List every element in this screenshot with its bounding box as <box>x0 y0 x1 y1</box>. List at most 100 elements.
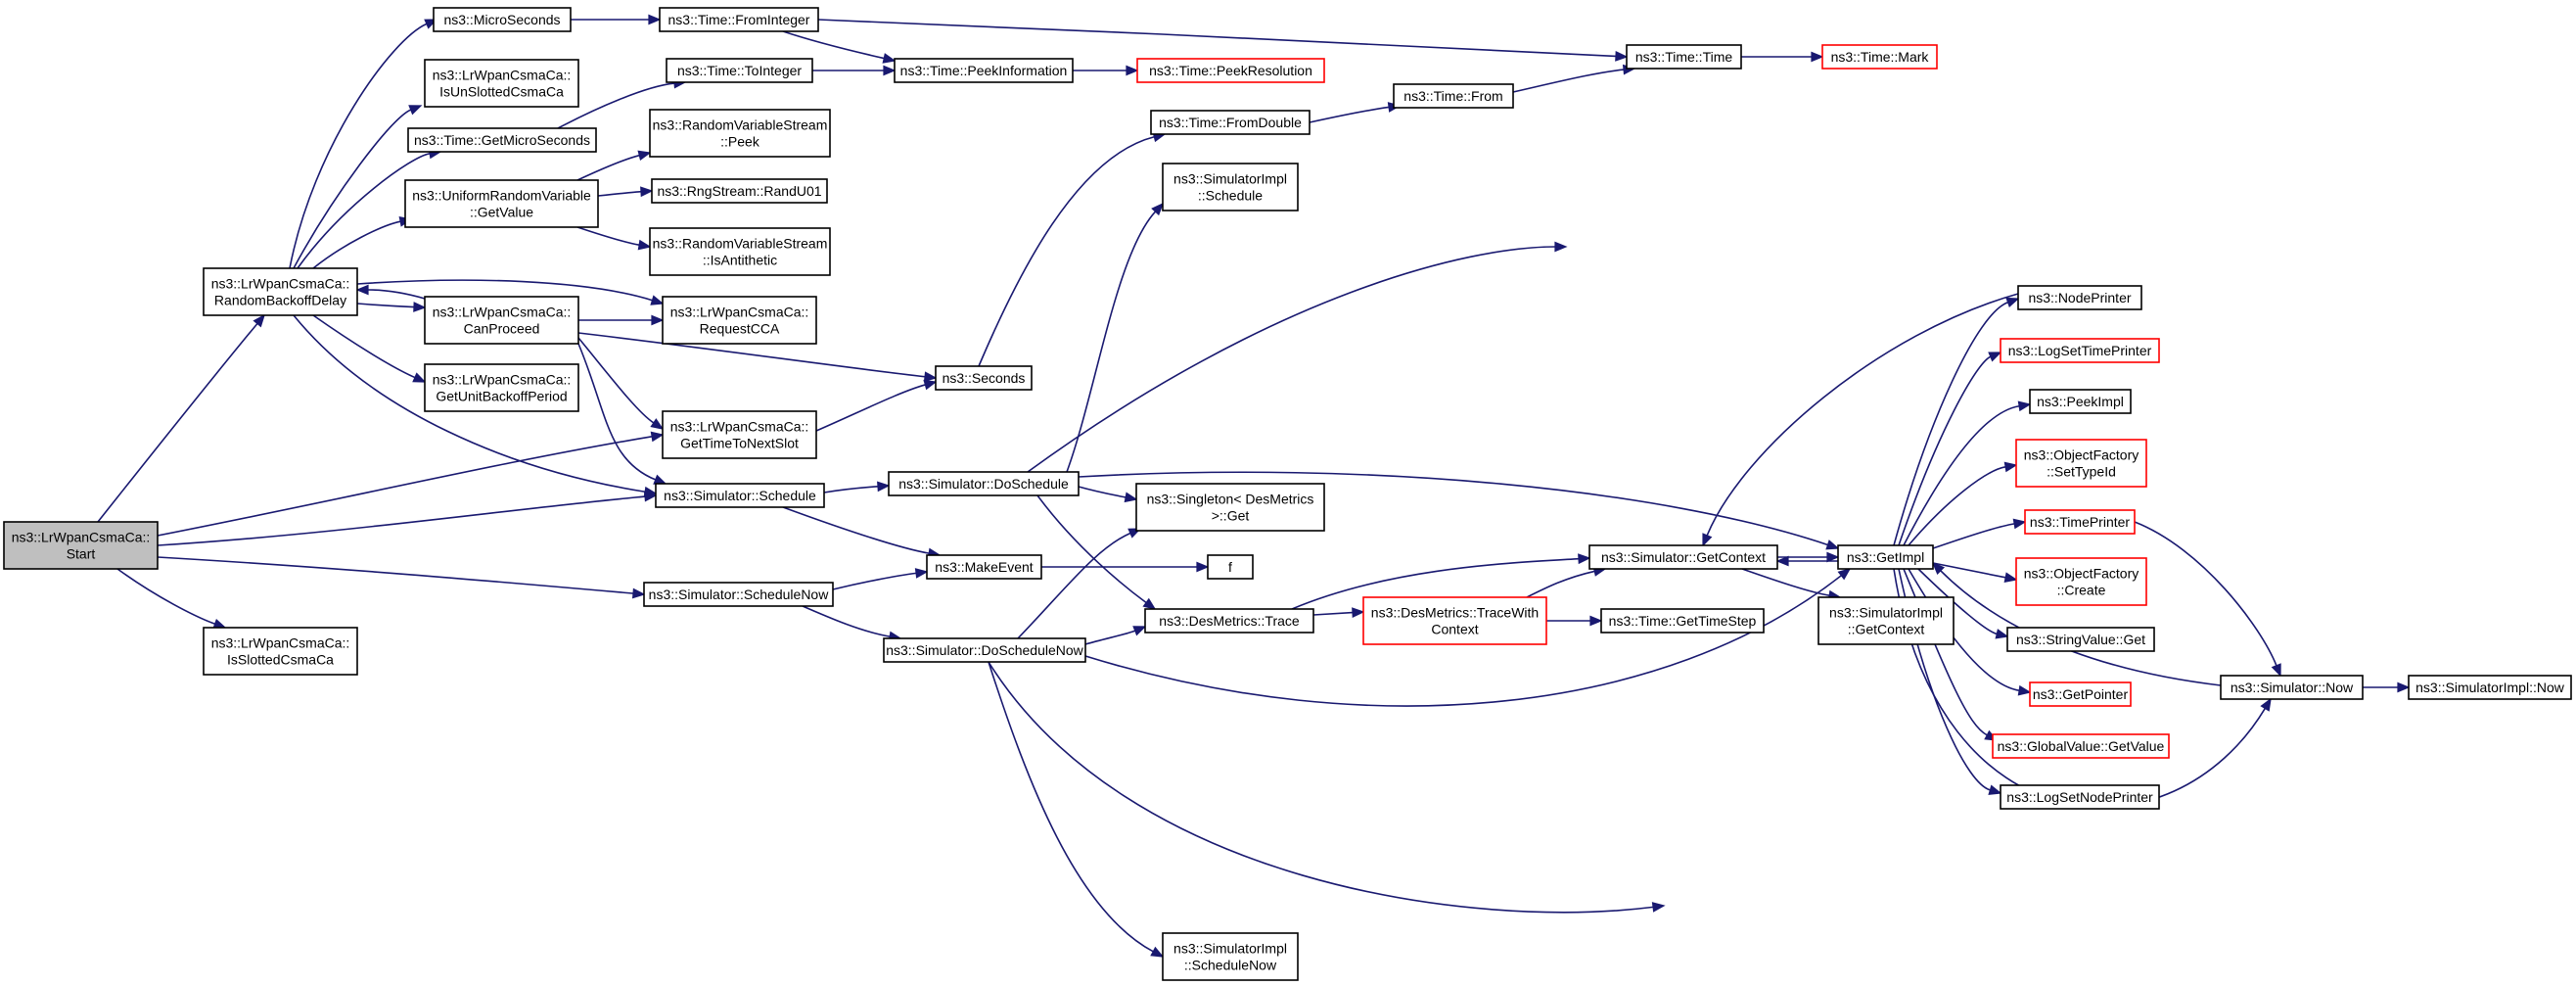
edge-getimpl-to-ofcreate <box>1932 562 2018 584</box>
node-urv[interactable]: ns3::UniformRandomVariable::GetValue <box>404 179 599 228</box>
node-isanti[interactable]: ns3::RandomVariableStream::IsAntithetic <box>649 227 831 276</box>
node-nodeprinter[interactable]: ns3::NodePrinter <box>2017 285 2142 310</box>
node-fromint[interactable]: ns3::Time::FromInteger <box>659 7 819 32</box>
node-singleton[interactable]: ns3::Singleton< DesMetrics>::Get <box>1135 483 1325 532</box>
node-label: Context <box>1431 622 1478 637</box>
node-fromdbl[interactable]: ns3::Time::FromDouble <box>1150 110 1311 135</box>
node-label: ns3::Simulator::DoSchedule <box>898 476 1069 492</box>
node-label: ns3::MicroSeconds <box>443 12 560 27</box>
node-dosched[interactable]: ns3::Simulator::DoSchedule <box>888 471 1080 496</box>
edge-from-to-time <box>1512 64 1636 93</box>
node-gubp[interactable]: ns3::LrWpanCsmaCa::GetUnitBackoffPeriod <box>424 363 579 412</box>
node-logstp[interactable]: ns3::LogSetTimePrinter <box>2000 338 2160 363</box>
node-label: ns3::DesMetrics::Trace <box>1159 613 1300 629</box>
node-ofcreate[interactable]: ns3::ObjectFactory::Create <box>2015 557 2147 606</box>
node-label: ::GetContext <box>1848 622 1925 637</box>
node-time[interactable]: ns3::Time::Time <box>1626 44 1742 70</box>
node-gttns[interactable]: ns3::LrWpanCsmaCa::GetTimeToNextSlot <box>662 410 817 459</box>
edge-rbd-to-reqcca <box>356 279 665 305</box>
node-label: ns3::Simulator::ScheduleNow <box>649 587 830 602</box>
edge-getimpl-to-peekimpl <box>1903 400 2032 546</box>
edge-getimpl-to-gvget <box>1903 568 1999 741</box>
node-doschednow[interactable]: ns3::Simulator::DoScheduleNow <box>883 637 1086 663</box>
node-getctx[interactable]: ns3::Simulator::GetContext <box>1588 544 1778 570</box>
node-randu[interactable]: ns3::RngStream::RandU01 <box>651 178 828 204</box>
node-isslot[interactable]: ns3::LrWpanCsmaCa::IsSlottedCsmaCa <box>203 627 358 676</box>
edge-getimpl-to-timeprinter <box>1932 518 2027 549</box>
node-strvget[interactable]: ns3::StringValue::Get <box>2006 627 2155 652</box>
node-f[interactable]: f <box>1207 554 1254 580</box>
node-label: ns3::LrWpanCsmaCa:: <box>211 635 350 651</box>
edge-micro-to-fromint <box>571 14 662 25</box>
node-from[interactable]: ns3::Time::From <box>1393 83 1514 109</box>
edge-timeprinter-to-simnow <box>2134 521 2281 678</box>
node-label: ::SetTypeId <box>2047 464 2116 480</box>
edge-gttns-to-seconds <box>815 379 938 432</box>
node-label: ns3::RandomVariableStream <box>653 236 828 252</box>
node-simnow[interactable]: ns3::Simulator::Now <box>2220 675 2364 700</box>
node-getmicro[interactable]: ns3::Time::GetMicroSeconds <box>407 127 597 153</box>
node-canproc[interactable]: ns3::LrWpanCsmaCa::CanProceed <box>424 296 579 345</box>
edge-time-to-mark <box>1741 51 1824 63</box>
edge-canproc-to-reqcca <box>578 314 665 326</box>
node-logsnp[interactable]: ns3::LogSetNodePrinter <box>2000 784 2160 810</box>
edge-urv-to-randu <box>597 186 654 198</box>
node-rvspeek[interactable]: ns3::RandomVariableStream::Peek <box>649 109 831 158</box>
node-siminow[interactable]: ns3::SimulatorImpl::Now <box>2408 675 2572 700</box>
edge-simnow-to-siminow <box>2362 681 2411 693</box>
edge-rbd-to-urv <box>312 215 413 269</box>
node-timeprinter[interactable]: ns3::TimePrinter <box>2024 509 2136 535</box>
edge-rbd-to-schedule <box>293 314 658 497</box>
edge-getctx-to-simigetctx <box>1741 568 1842 601</box>
node-isunslot[interactable]: ns3::LrWpanCsmaCa::IsUnSlottedCsmaCa <box>424 59 579 108</box>
node-micro[interactable]: ns3::MicroSeconds <box>433 7 572 32</box>
node-trace[interactable]: ns3::DesMetrics::Trace <box>1144 608 1314 634</box>
edge-canproc-to-seconds <box>577 332 938 383</box>
node-label: ns3::LrWpanCsmaCa:: <box>211 276 350 292</box>
node-simisched[interactable]: ns3::SimulatorImpl::Schedule <box>1162 163 1299 211</box>
node-simischednow[interactable]: ns3::SimulatorImpl::ScheduleNow <box>1162 932 1299 981</box>
node-mark[interactable]: ns3::Time::Mark <box>1821 44 1938 70</box>
node-reqcca[interactable]: ns3::LrWpanCsmaCa::RequestCCA <box>662 296 817 345</box>
node-label: ns3::LrWpanCsmaCa:: <box>12 530 151 545</box>
node-toint[interactable]: ns3::Time::ToInteger <box>666 58 813 83</box>
node-ofsettype[interactable]: ns3::ObjectFactory::SetTypeId <box>2015 439 2147 488</box>
edge-doschednow-to-simnow <box>988 661 1666 914</box>
node-label: ns3::ObjectFactory <box>2024 447 2139 463</box>
node-label: ns3::Time::From <box>1403 88 1502 104</box>
node-getimpl[interactable]: ns3::GetImpl <box>1837 544 1934 570</box>
node-label: RandomBackoffDelay <box>214 293 346 308</box>
edge-toint-to-peekinfo <box>812 65 897 76</box>
node-label: ns3::LrWpanCsmaCa:: <box>433 68 572 83</box>
node-peekinfo[interactable]: ns3::Time::PeekInformation <box>894 58 1074 83</box>
edge-rbd-to-isunslot <box>293 105 423 269</box>
edge-doschednow-to-trace <box>1084 626 1147 645</box>
edge-getimpl-to-logstp <box>1898 352 2002 546</box>
node-rbd[interactable]: ns3::LrWpanCsmaCa::RandomBackoffDelay <box>203 267 358 316</box>
node-schedule[interactable]: ns3::Simulator::Schedule <box>655 483 825 508</box>
node-makeev[interactable]: ns3::MakeEvent <box>926 554 1042 580</box>
node-peekres[interactable]: ns3::Time::PeekResolution <box>1136 58 1325 83</box>
node-label: ns3::Simulator::DoScheduleNow <box>886 642 1083 658</box>
node-getptr[interactable]: ns3::GetPointer <box>2029 681 2132 707</box>
node-label: ns3::LrWpanCsmaCa:: <box>433 372 572 388</box>
node-seconds[interactable]: ns3::Seconds <box>935 365 1033 391</box>
node-label: ns3::UniformRandomVariable <box>412 188 591 204</box>
node-gettimestep[interactable]: ns3::Time::GetTimeStep <box>1600 608 1765 634</box>
node-label: ns3::ObjectFactory <box>2024 566 2139 582</box>
node-simigetctx[interactable]: ns3::SimulatorImpl::GetContext <box>1817 596 1955 645</box>
edge-dosched-to-singleton <box>1078 486 1138 503</box>
node-schednow[interactable]: ns3::Simulator::ScheduleNow <box>643 582 834 607</box>
edge-dosched-to-simnow <box>1027 241 1568 473</box>
edge-fromdbl-to-from <box>1309 102 1402 123</box>
node-label: ::Create <box>2057 583 2106 598</box>
node-label: IsUnSlottedCsmaCa <box>439 84 564 100</box>
node-gvget[interactable]: ns3::GlobalValue::GetValue <box>1992 733 2170 759</box>
edge-peekinfo-to-peekres <box>1073 65 1139 76</box>
node-peekimpl[interactable]: ns3::PeekImpl <box>2029 389 2132 414</box>
node-label: ns3::TimePrinter <box>2030 514 2131 530</box>
edge-urv-to-rvspeek <box>576 150 652 181</box>
node-label: ns3::Singleton< DesMetrics <box>1147 492 1314 507</box>
